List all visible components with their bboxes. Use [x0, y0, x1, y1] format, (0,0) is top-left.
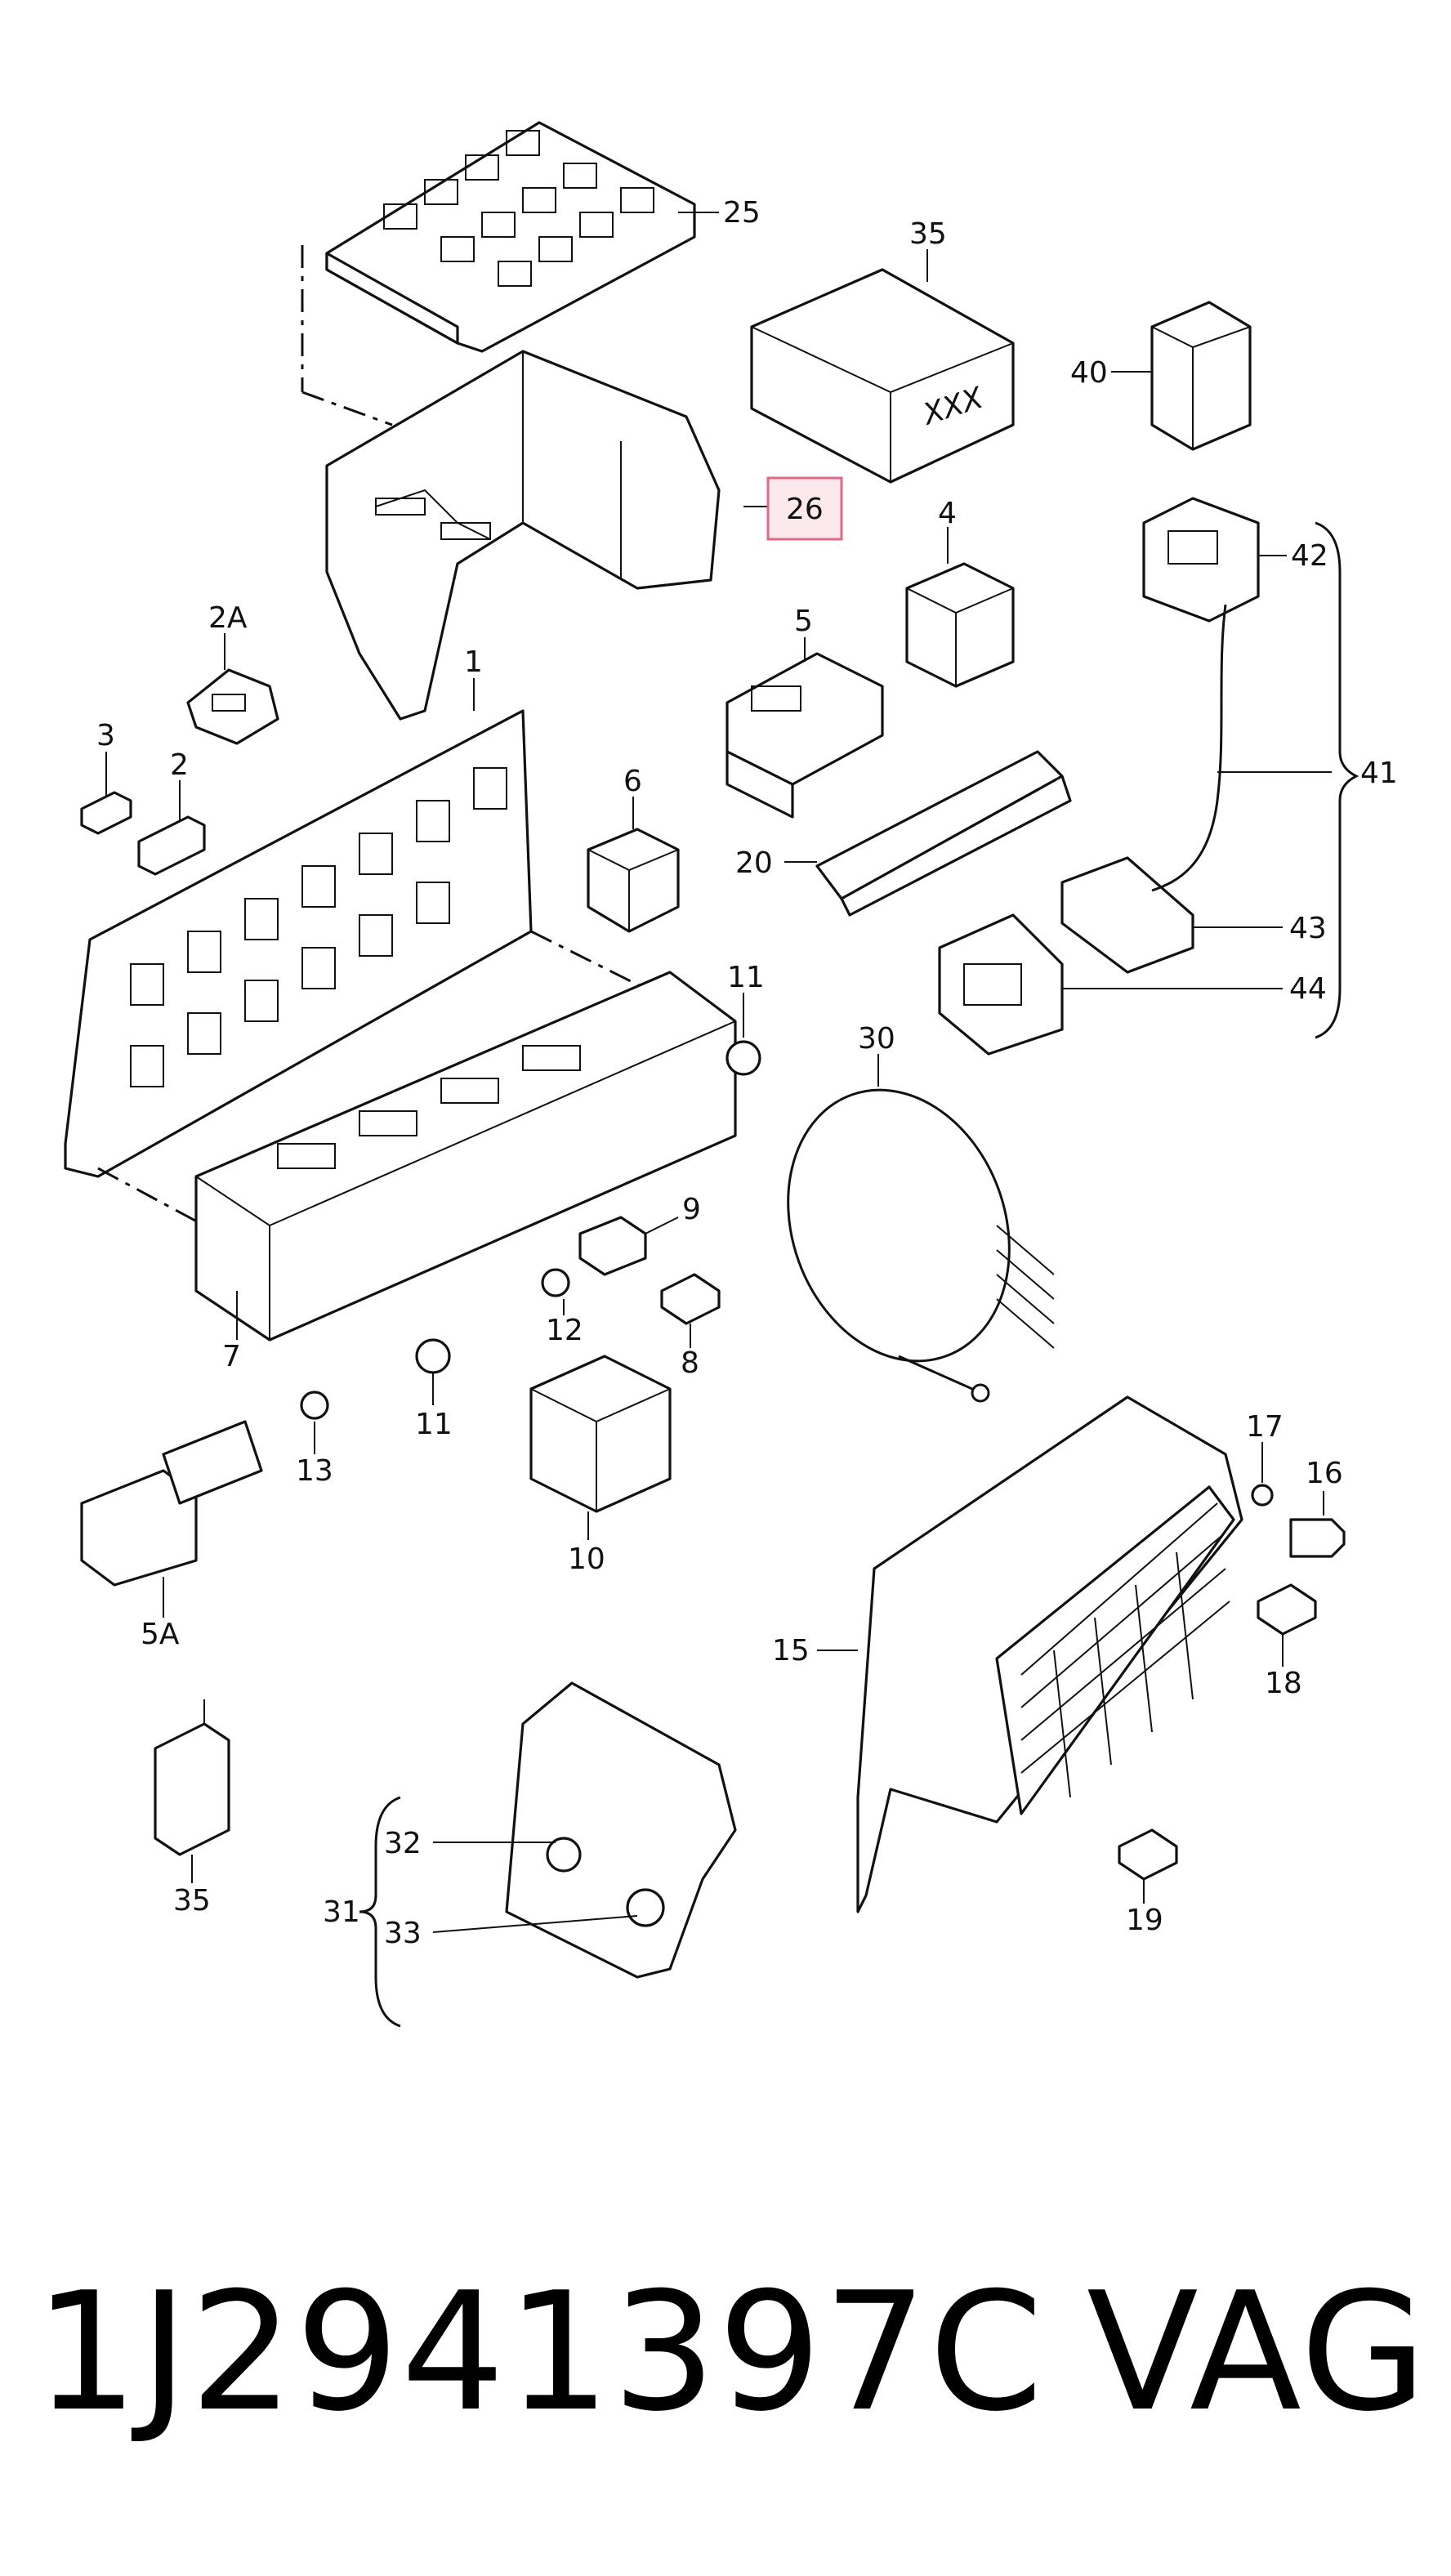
- part-4-relay: [905, 562, 1015, 688]
- part-6-relay: [587, 828, 680, 933]
- callout-43: 43: [1289, 912, 1327, 945]
- brand-name: VAG: [1087, 2257, 1429, 2448]
- part-number: 1J2941397C: [34, 2257, 1045, 2448]
- callout-25: 25: [723, 196, 761, 230]
- part-9-fuse: [578, 1216, 647, 1276]
- part-1-relay-plate: [64, 709, 728, 1227]
- part-2-fuse: [137, 815, 206, 876]
- part-20-fuse-strip: [815, 750, 1072, 917]
- callout-42: 42: [1291, 539, 1328, 573]
- callout-19: 19: [1126, 1904, 1163, 1937]
- part-13-nut: [300, 1391, 329, 1420]
- part-11-nut-bottom: [415, 1338, 451, 1374]
- callout-6: 6: [623, 765, 642, 798]
- part-42-socket: [1142, 497, 1260, 623]
- part-41-wire: [1151, 604, 1227, 892]
- callout-18: 18: [1265, 1667, 1302, 1700]
- callout-44: 44: [1289, 972, 1327, 1006]
- part-3-fuse: [80, 791, 132, 835]
- leader-lines: [105, 212, 1332, 1933]
- callout-2A: 2A: [208, 601, 248, 635]
- part-31-terminal-holder: [505, 1681, 737, 1979]
- callout-2: 2: [170, 748, 189, 782]
- part-40-relay: [1150, 301, 1252, 451]
- callout-labels: 25 35 40 26 4 42 2A 1 5 3 2 6 41 20 43 1…: [96, 196, 1398, 1950]
- callout-32: 32: [384, 1827, 422, 1860]
- callout-5A: 5A: [141, 1618, 180, 1651]
- part-44-connector: [938, 913, 1064, 1056]
- part-2A-clip: [186, 668, 279, 745]
- callout-10: 10: [568, 1542, 605, 1576]
- callout-8: 8: [681, 1346, 699, 1380]
- bracket-31: [359, 1796, 401, 2028]
- part-18-fuse: [1257, 1583, 1317, 1636]
- callout-17: 17: [1246, 1410, 1284, 1444]
- callout-41: 41: [1360, 757, 1398, 790]
- part-43-connector: [1060, 856, 1194, 974]
- callout-30: 30: [858, 1022, 895, 1056]
- part-19-fuse: [1118, 1828, 1178, 1881]
- callout-40: 40: [1070, 356, 1108, 390]
- part-26-housing: [325, 350, 721, 721]
- part-15-cover: [856, 1395, 1243, 1913]
- bracket-41: [1315, 521, 1359, 1039]
- part-17-washer: [1251, 1484, 1274, 1507]
- callout-26-highlight: [766, 476, 843, 541]
- callout-20: 20: [735, 846, 773, 880]
- callout-4: 4: [938, 497, 957, 530]
- callout-16: 16: [1306, 1457, 1343, 1490]
- part-10-relay: [529, 1355, 672, 1513]
- callout-33: 33: [384, 1917, 422, 1950]
- part-35-relay-bottom: [154, 1699, 230, 1856]
- callout-3: 3: [96, 719, 115, 752]
- callout-1: 1: [464, 645, 483, 679]
- part-5-relay-carrier: [726, 652, 884, 819]
- part-12-nut: [541, 1268, 570, 1297]
- callout-13: 13: [296, 1454, 333, 1488]
- part-11-nut-top: [726, 1040, 761, 1076]
- part-7-base: [194, 971, 737, 1342]
- callout-7: 7: [222, 1340, 241, 1373]
- callout-12: 12: [546, 1314, 583, 1347]
- part-8-fuse: [660, 1273, 721, 1325]
- part-16-bolt: [1289, 1518, 1346, 1558]
- callout-35-bottom: 35: [173, 1884, 211, 1917]
- callout-26: 26: [786, 493, 824, 526]
- callout-15: 15: [772, 1634, 810, 1667]
- part-35-control-unit: XXX: [750, 268, 1015, 484]
- callout-31: 31: [323, 1895, 360, 1929]
- callout-9: 9: [682, 1193, 701, 1226]
- part-30-wire: [787, 1088, 1055, 1403]
- callout-11-top: 11: [727, 961, 765, 994]
- callout-11-bottom: 11: [415, 1408, 453, 1441]
- part-5A-bracket: [80, 1420, 263, 1587]
- part-25-top-cover: [301, 121, 696, 426]
- callout-35-top: 35: [909, 217, 947, 251]
- callout-5: 5: [794, 605, 813, 638]
